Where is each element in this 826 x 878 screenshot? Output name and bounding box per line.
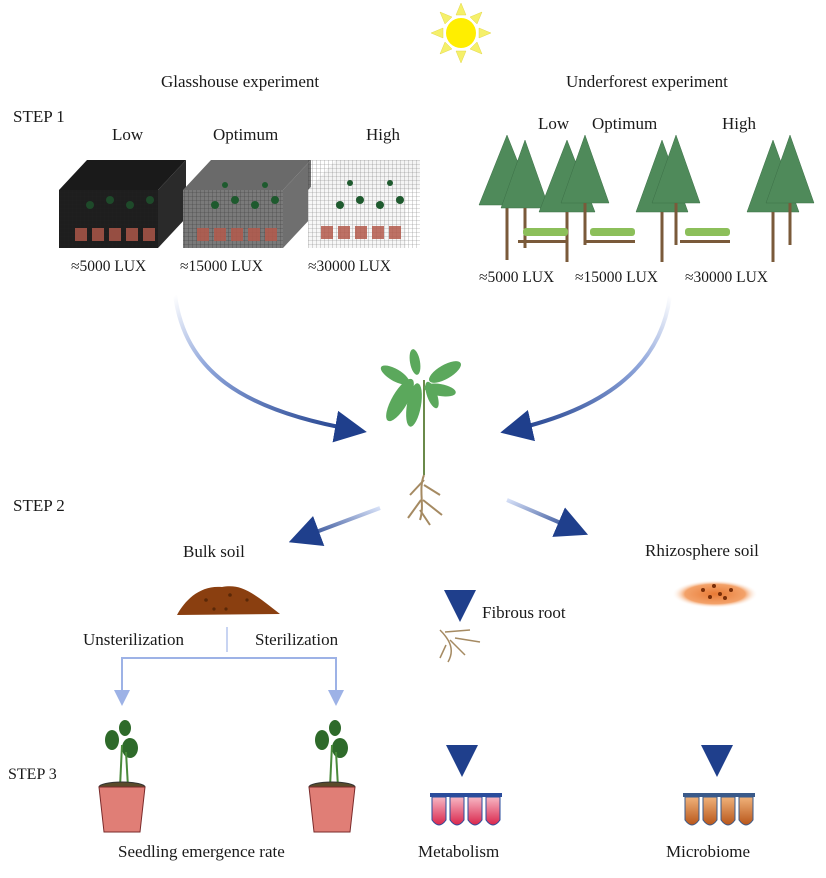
- seedling-pot-sterilized: [308, 720, 356, 833]
- bulk-soil-label: Bulk soil: [183, 542, 245, 561]
- underforest-seedling-rows: [518, 228, 730, 243]
- bulk-soil-icon: [177, 586, 280, 615]
- arrow-plant-to-rhizosphere: [506, 498, 589, 537]
- underforest-lux-low: ≈5000 LUX: [479, 269, 555, 286]
- glasshouse-cube-optimum: [183, 160, 311, 248]
- microbiome-label: Microbiome: [666, 842, 751, 861]
- sterilization-label: Sterilization: [255, 630, 339, 649]
- glasshouse-cube-high: [308, 160, 420, 248]
- fibrous-root-label: Fibrous root: [482, 603, 566, 622]
- underforest-lux-optimum: ≈15000 LUX: [575, 269, 658, 286]
- rhizosphere-soil-label: Rhizosphere soil: [645, 541, 759, 560]
- underforest-level-optimum: Optimum: [592, 114, 658, 133]
- microbiome-tubes-icon: [683, 793, 755, 826]
- arrow-glasshouse-to-plant: [173, 294, 367, 443]
- step-3-label: STEP 3: [8, 766, 57, 783]
- underforest-level-high: High: [722, 114, 756, 133]
- glasshouse-level-low: Low: [112, 125, 144, 144]
- glasshouse-lux-optimum: ≈15000 LUX: [180, 258, 263, 275]
- step-1-label: STEP 1: [13, 107, 65, 126]
- underforest-trees: [478, 134, 815, 262]
- glasshouse-lux-high: ≈30000 LUX: [308, 258, 391, 275]
- fibrous-root-icon: [439, 629, 481, 663]
- unsterilization-label: Unsterilization: [83, 630, 185, 649]
- underforest-lux-high: ≈30000 LUX: [685, 269, 768, 286]
- underforest-title: Underforest experiment: [566, 72, 728, 91]
- rhizosphere-soil-icon: [672, 580, 758, 608]
- glasshouse-level-high: High: [366, 125, 400, 144]
- underforest-level-low: Low: [538, 114, 570, 133]
- glasshouse-title: Glasshouse experiment: [161, 72, 320, 91]
- metabolism-tubes-icon: [430, 793, 502, 826]
- ginseng-plant-icon: [380, 349, 461, 526]
- arrow-underforest-to-plant: [500, 295, 672, 442]
- metabolism-label: Metabolism: [418, 842, 500, 861]
- bracket-arrows: [114, 657, 344, 706]
- sun-icon: [430, 2, 492, 64]
- glasshouse-lux-low: ≈5000 LUX: [71, 258, 147, 275]
- seedling-emergence-label: Seedling emergence rate: [118, 842, 285, 861]
- glasshouse-level-optimum: Optimum: [213, 125, 279, 144]
- glasshouse-cube-low: [59, 160, 186, 248]
- step-2-label: STEP 2: [13, 496, 65, 515]
- seedling-pot-unsterilized: [98, 720, 146, 833]
- arrow-plant-to-bulk-soil: [288, 506, 381, 546]
